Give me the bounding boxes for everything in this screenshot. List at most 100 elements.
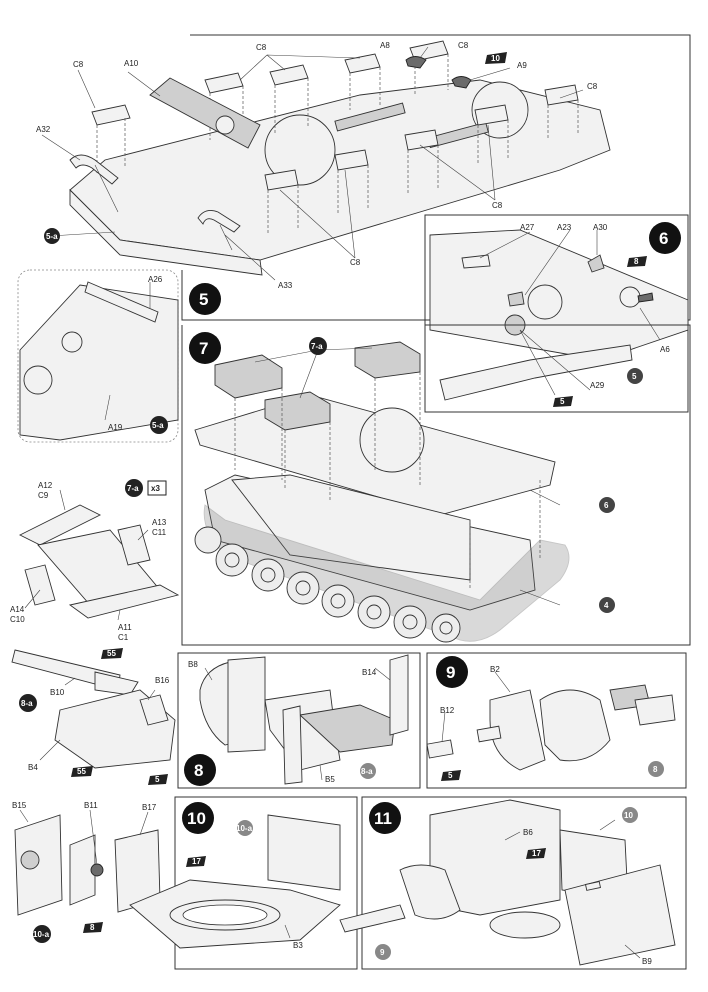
step-7-view: 7-a 7 6 4 [181,324,691,646]
label-b9: B9 [642,957,652,966]
label-b6: B6 [523,828,533,837]
reference-badge-5 [627,368,643,384]
reference-55b-label: 55 [77,767,86,776]
label-a9: A9 [517,61,527,70]
step-number-11: 11 [374,809,392,828]
step-badge-9 [436,656,468,688]
step-5a-detail: A26 A19 5-a [17,269,179,443]
label-a32: A32 [36,125,51,134]
step-number-10: 10 [187,809,206,828]
reference-flag-5b [148,774,168,785]
reference-flag-5 [553,396,573,407]
label-a14: A14 [10,605,25,614]
label-c8: C8 [492,201,503,210]
reference-flag-17 [186,856,206,867]
reference-55-label: 55 [107,649,116,658]
step-number-5: 5 [199,290,208,309]
label-c8: C8 [350,258,361,267]
step-badge-11 [369,802,401,834]
subassembly-badge-7a [309,337,327,355]
reference-flag-10 [485,52,507,64]
reference-badge-8 [648,761,664,777]
subassembly-10a-label: 10-a [33,930,50,939]
label-b2: B2 [490,665,500,674]
label-b10: B10 [50,688,65,697]
label-a33: A33 [278,281,293,290]
step-10-view: B3 10 10-a 17 [129,796,358,970]
label-b17: B17 [142,803,157,812]
label-c8: C8 [458,41,469,50]
step-badge-8 [184,754,216,786]
reference-17-label: 17 [192,857,201,866]
label-a29: A29 [590,381,605,390]
label-b3: B3 [293,941,303,950]
label-b14: B14 [362,668,377,677]
subassembly-badge-8a-step8 [360,763,376,779]
subassembly-7a-detail-label: 7-a [127,484,139,493]
label-b16: B16 [155,676,170,685]
step-badge-10 [182,802,214,834]
reference-5b-label: 5 [155,775,160,784]
label-c8: C8 [256,43,267,52]
reference-6-label: 6 [604,501,609,510]
reference-5c-label: 5 [448,771,453,780]
label-b4: B4 [28,763,38,772]
reference-8-label: 8 [634,257,639,266]
reference-badge-6 [599,497,615,513]
label-c11: C11 [152,528,167,537]
reference-flag-8b [83,922,103,933]
label-b8: B8 [188,660,198,669]
step-number-9: 9 [446,663,455,682]
label-b5: B5 [325,775,335,784]
subassembly-badge-5a-detail [150,416,168,434]
reference-9-label: 9 [380,948,385,957]
step-9-view: B2 B12 9 5 8 [426,652,687,789]
step-11-view: B6 B9 11 10 17 9 [339,796,687,970]
label-a10: A10 [124,59,139,68]
label-c1: C1 [118,633,129,642]
reference-flag-8 [627,256,647,267]
step-5-main-view: C8 C8 C8 C8 C8 C8 A10 A8 A9 A32 A33 5-a … [36,34,691,321]
label-c8: C8 [587,82,598,91]
subassembly-8a-label: 8-a [21,699,33,708]
reference-badge-9 [375,944,391,960]
subassembly-badge-10a [33,925,51,943]
reference-10-badge-label: 10 [624,811,633,820]
reference-4-label: 4 [604,601,609,610]
step-7a-subassembly: 7-a x3 A12 C9 A13 C11 A14 C10 A11 C1 [10,479,180,642]
subassembly-badge-7a-detail [125,479,143,497]
step-6-view: A27 A23 A30 A6 A29 6 8 5 5 [424,214,689,413]
step-badge-7 [189,332,221,364]
quantity-box [147,480,167,496]
label-c8: C8 [73,60,84,69]
road-wheels [194,526,461,643]
subassembly-7a-label: 7-a [311,342,323,351]
label-a26: A26 [148,275,163,284]
subassembly-5a-detail-label: 5-a [152,421,164,430]
subassembly-badge-5a [44,228,60,244]
reference-17b-label: 17 [532,849,541,858]
reference-8-badge-label: 8 [653,765,658,774]
label-a30: A30 [593,223,608,232]
subassembly-5a-label: 5-a [46,232,58,241]
subassembly-badge-10a-step10 [237,820,253,836]
reference-8b-label: 8 [90,923,95,932]
quantity-label: x3 [151,484,160,493]
subassembly-10a-step10-label: 10-a [236,824,253,833]
step-number-8: 8 [194,761,203,780]
label-c9: C9 [38,491,49,500]
label-a19: A19 [108,423,123,432]
subassembly-8a-step8-label: 8-a [361,767,373,776]
label-b12: B12 [440,706,455,715]
label-a27: A27 [520,223,535,232]
label-b11: B11 [84,801,98,810]
c8-parts [91,40,579,235]
label-a13: A13 [152,518,167,527]
step-8-view: B8 B14 B5 8 8-a [177,652,421,789]
label-a6: A6 [660,345,670,354]
label-c10: C10 [10,615,25,624]
step-10a-subassembly: B15 B11 B17 10-a 8 [12,801,161,943]
step-number-6: 6 [659,229,668,248]
reference-flag-5c [441,770,461,781]
